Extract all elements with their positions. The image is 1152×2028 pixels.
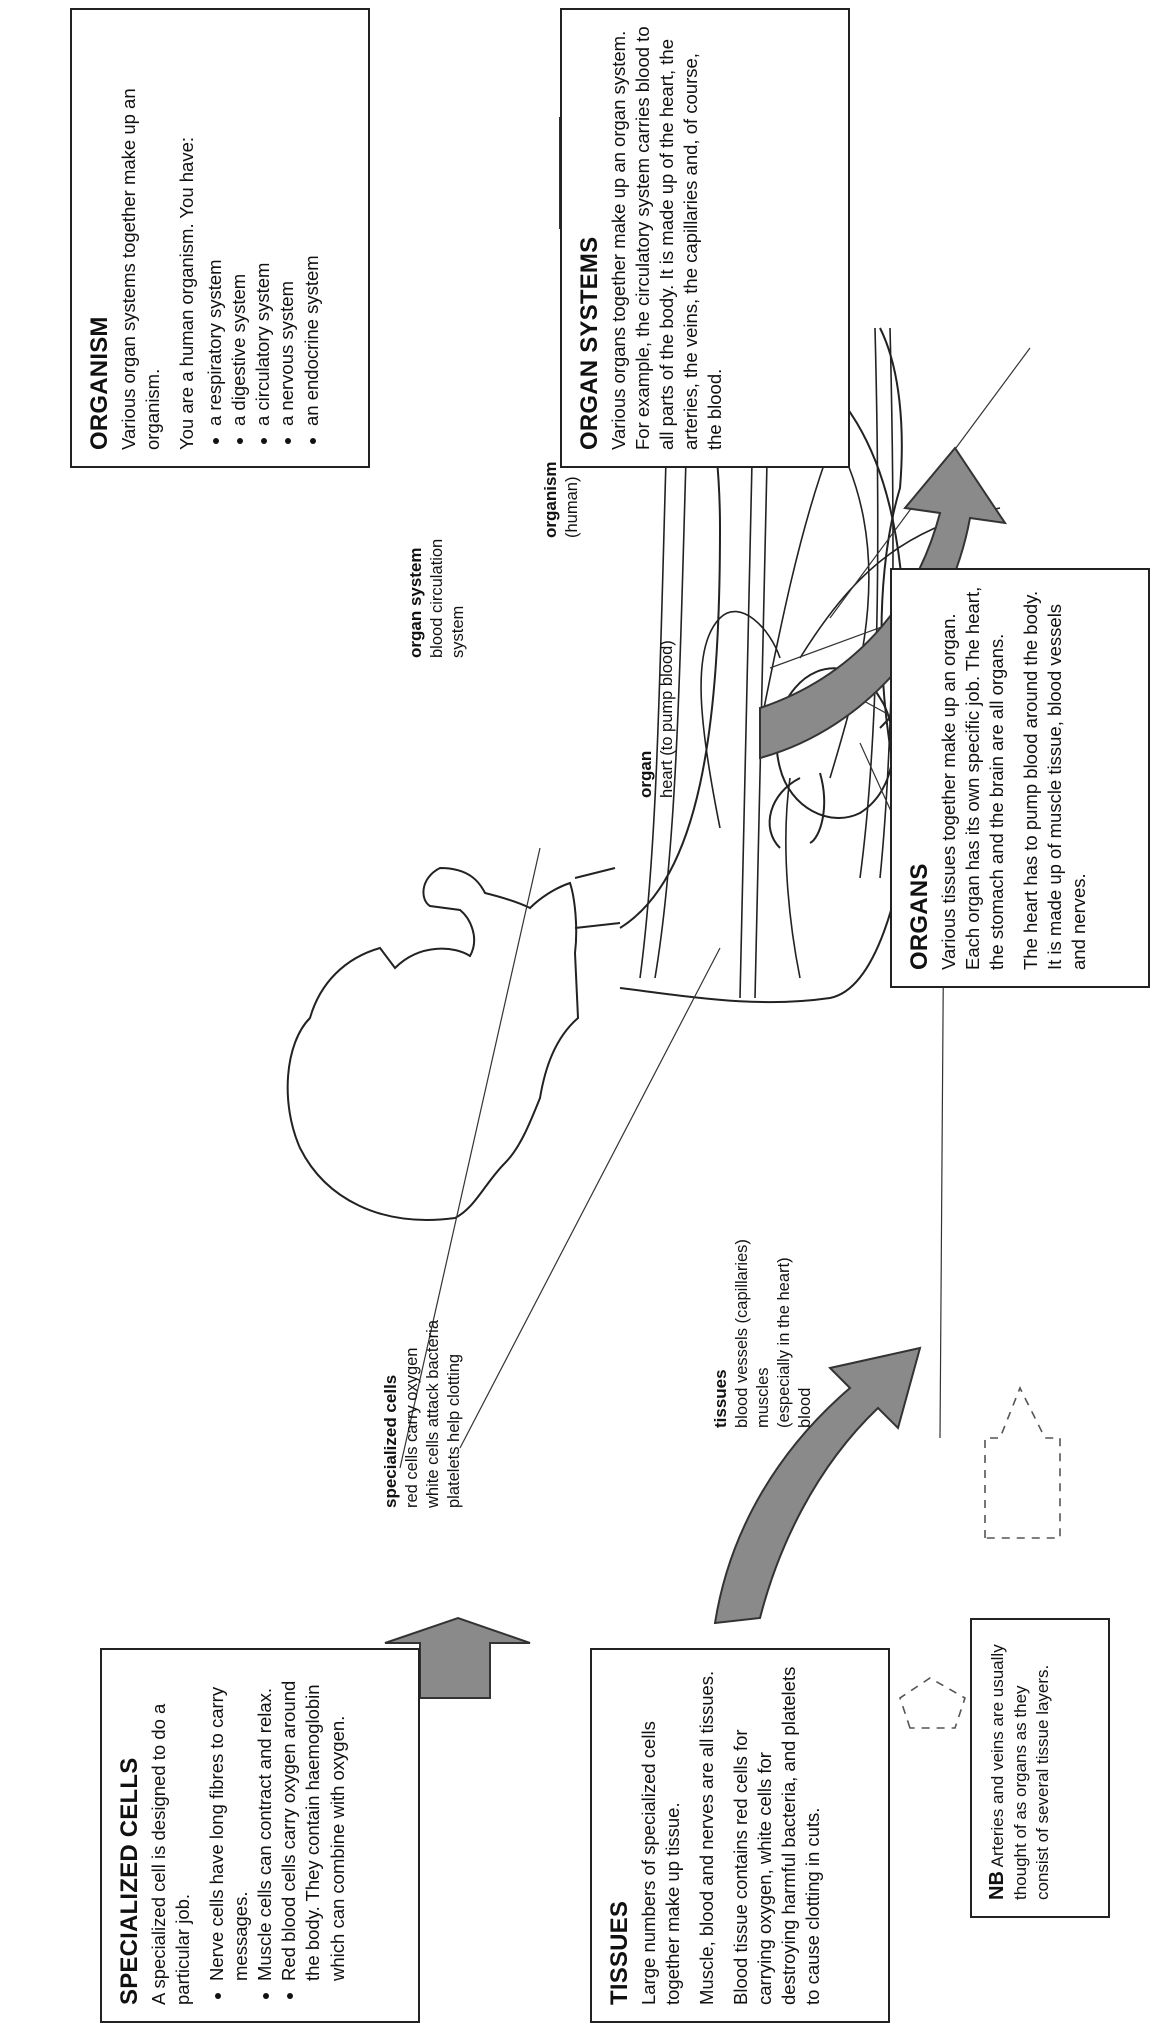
list-item: Muscle cells can contract and relax.: [253, 1666, 277, 1981]
label-tissues-line: muscles: [753, 1239, 774, 1428]
list-item: Nerve cells have long fibres to carry me…: [205, 1666, 253, 1981]
organs-box: ORGANS Various tissues together make up …: [890, 568, 1150, 988]
organism-systems-list: a respiratory system a digestive system …: [203, 26, 323, 450]
list-item: a digestive system: [227, 26, 251, 426]
organism-title: ORGANISM: [84, 26, 115, 450]
organism-box: ORGANISM Various organ systems together …: [70, 8, 370, 468]
tissues-p3: Blood tissue contains red cells for carr…: [729, 1666, 825, 2005]
nb-box: NB Arteries and veins are usually though…: [970, 1618, 1110, 1918]
organs-p2: The heart has to pump blood around the b…: [1019, 586, 1091, 970]
list-item: a nervous system: [275, 26, 299, 426]
label-tissues-line: blood: [795, 1239, 816, 1428]
tissues-p2: Muscle, blood and nerves are all tissues…: [695, 1666, 719, 2005]
label-organism: organism (human): [540, 461, 583, 538]
organs-p1: Various tissues together make up an orga…: [937, 586, 1009, 970]
tissues-title: TISSUES: [604, 1666, 635, 2005]
specialized-cells-title: SPECIALIZED CELLS: [114, 1666, 145, 2005]
organism-intro: Various organ systems together make up a…: [117, 26, 165, 450]
label-tissues-line: blood vessels (capillaries): [732, 1239, 753, 1428]
list-item: an endocrine system: [300, 26, 324, 426]
specialized-cells-intro: A specialized cell is designed to do a p…: [147, 1666, 195, 2005]
label-specialized-cells-line: red cells carry oxygen: [402, 1320, 423, 1508]
organ-systems-title: ORGAN SYSTEMS: [574, 26, 605, 450]
label-specialized-cells-line: white cells attack bacteria: [423, 1320, 444, 1508]
list-item: Red blood cells carry oxygen around the …: [277, 1666, 349, 1981]
head-outline: [288, 868, 578, 1220]
dashed-arrow-small: [900, 1678, 965, 1728]
specialized-cells-box: SPECIALIZED CELLS A specialized cell is …: [100, 1648, 420, 2023]
organ-systems-text: Various organs together make up an organ…: [607, 26, 727, 450]
dashed-arrow-nb: [985, 1388, 1060, 1538]
label-specialized-cells-title: specialized cells: [381, 1375, 400, 1508]
label-organism-title: organism: [541, 461, 560, 538]
label-specialized-cells: specialized cells red cells carry oxygen…: [380, 1320, 465, 1508]
neck-outline: [575, 868, 620, 928]
list-item: a respiratory system: [203, 26, 227, 426]
organ-systems-box: ORGAN SYSTEMS Various organs together ma…: [560, 8, 850, 468]
label-organism-line: (human): [562, 461, 583, 538]
label-specialized-cells-line: platelets help clotting: [444, 1320, 465, 1508]
label-tissues: tissues blood vessels (capillaries) musc…: [710, 1239, 817, 1428]
label-organ-system: organ system blood circulation system: [405, 539, 469, 658]
nb-text: Arteries and veins are usually thought o…: [988, 1644, 1052, 1900]
organism-p2: You are a human organism. You have:: [175, 26, 199, 450]
label-organ-system-line: blood circulation: [427, 539, 448, 658]
tissues-box: TISSUES Large numbers of specialized cel…: [590, 1648, 890, 2023]
label-tissues-line: (especially in the heart): [774, 1239, 795, 1428]
list-item: a circulatory system: [251, 26, 275, 426]
label-organ-system-title: organ system: [406, 547, 425, 658]
label-organ-line: heart (to pump blood): [657, 640, 678, 798]
nb-label: NB: [986, 1871, 1008, 1900]
organs-title: ORGANS: [904, 586, 935, 970]
label-tissues-title: tissues: [711, 1369, 730, 1428]
label-organ: organ heart (to pump blood): [635, 640, 678, 798]
tissues-p1: Large numbers of specialized cells toget…: [637, 1666, 685, 2005]
specialized-cells-list: Nerve cells have long fibres to carry me…: [205, 1666, 349, 2005]
label-organ-title: organ: [636, 751, 655, 798]
label-organ-system-line: system: [448, 539, 469, 658]
